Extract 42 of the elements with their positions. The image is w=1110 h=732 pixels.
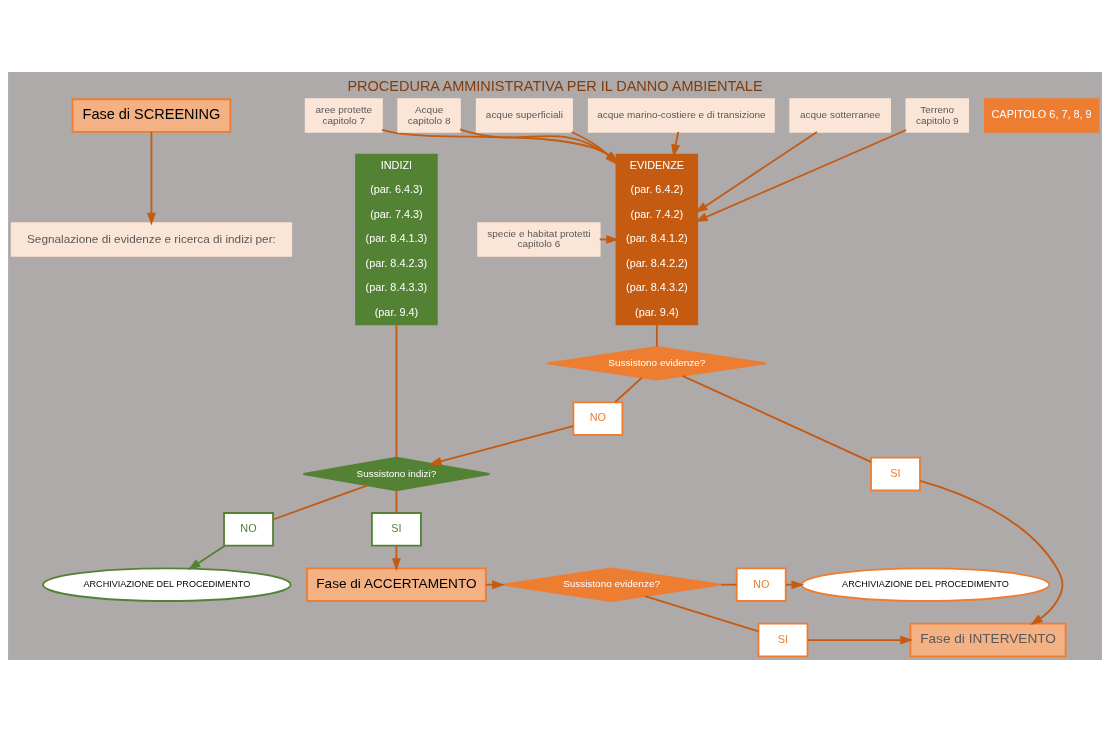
connector bbox=[655, 323, 658, 348]
node-box: INDIZI (par. 6.4.3) (par. 7.4.3) (par. 8.4.1.3) (par. 8.4.2.3) (par. 8.4.3.3) (par. 9.4) bbox=[355, 153, 438, 326]
node-ellipse: ARCHIVIAZIONE DEL PROCEDIMENTO bbox=[42, 567, 292, 602]
arrow bbox=[187, 544, 226, 571]
arrow bbox=[785, 580, 805, 590]
node-box: NO bbox=[735, 567, 787, 602]
node-box: EVIDENZE (par. 6.4.2) (par. 7.4.2) (par. 8.4.1.2) (par. 8.4.2.2) (par. 8.4.3.2) (par. 9.4) bbox=[615, 153, 699, 326]
arrow bbox=[428, 425, 575, 466]
arrow bbox=[146, 131, 156, 226]
node-box: SI bbox=[870, 456, 921, 492]
node-box: acque marino-costiere e di transizione bbox=[587, 98, 775, 133]
label: CAPITOLO 6, 7, 8, 9 bbox=[991, 108, 1092, 121]
node-box: SI bbox=[371, 512, 422, 547]
arrow bbox=[485, 580, 505, 590]
node-box: SI bbox=[757, 622, 809, 658]
arrow bbox=[570, 131, 619, 166]
diagram-title: PROCEDURA AMMINISTRATIVA PER IL DANNO AMBIENTALE bbox=[347, 77, 763, 94]
node-box: acque superficiali bbox=[475, 98, 573, 133]
node-box: specie e habitat protetti capitolo 6 bbox=[477, 222, 601, 257]
node-box: Acque capitolo 8 bbox=[397, 98, 461, 133]
node-box: NO bbox=[223, 512, 274, 547]
arrow bbox=[919, 479, 1064, 626]
node-box: Segnalazione di evidenze e ricerca di indizi per: bbox=[10, 222, 293, 257]
connector bbox=[395, 323, 398, 459]
connector bbox=[395, 489, 398, 514]
connector bbox=[272, 484, 369, 521]
node-box: NO bbox=[572, 401, 624, 436]
node-box: Fase di SCREENING bbox=[71, 98, 232, 133]
node-box: Terreno capitolo 9 bbox=[905, 98, 969, 133]
node-box: aree protette capitolo 7 bbox=[304, 98, 383, 133]
node-box: acque sotterranee bbox=[789, 98, 891, 133]
node-diamond: Sussistono evidenze? bbox=[501, 567, 722, 602]
arrow bbox=[806, 635, 913, 645]
arrow bbox=[695, 131, 818, 214]
node-box: Fase di INTERVENTO bbox=[909, 622, 1067, 658]
node-ellipse: ARCHIVIAZIONE DEL PROCEDIMENTO bbox=[800, 567, 1051, 602]
node-box: Fase di ACCERTAMENTO bbox=[306, 567, 487, 602]
connector bbox=[719, 583, 738, 586]
connector bbox=[644, 595, 760, 633]
connector bbox=[614, 376, 643, 404]
connector bbox=[681, 374, 872, 463]
node-diamond: Sussistono evidenze? bbox=[546, 346, 768, 381]
